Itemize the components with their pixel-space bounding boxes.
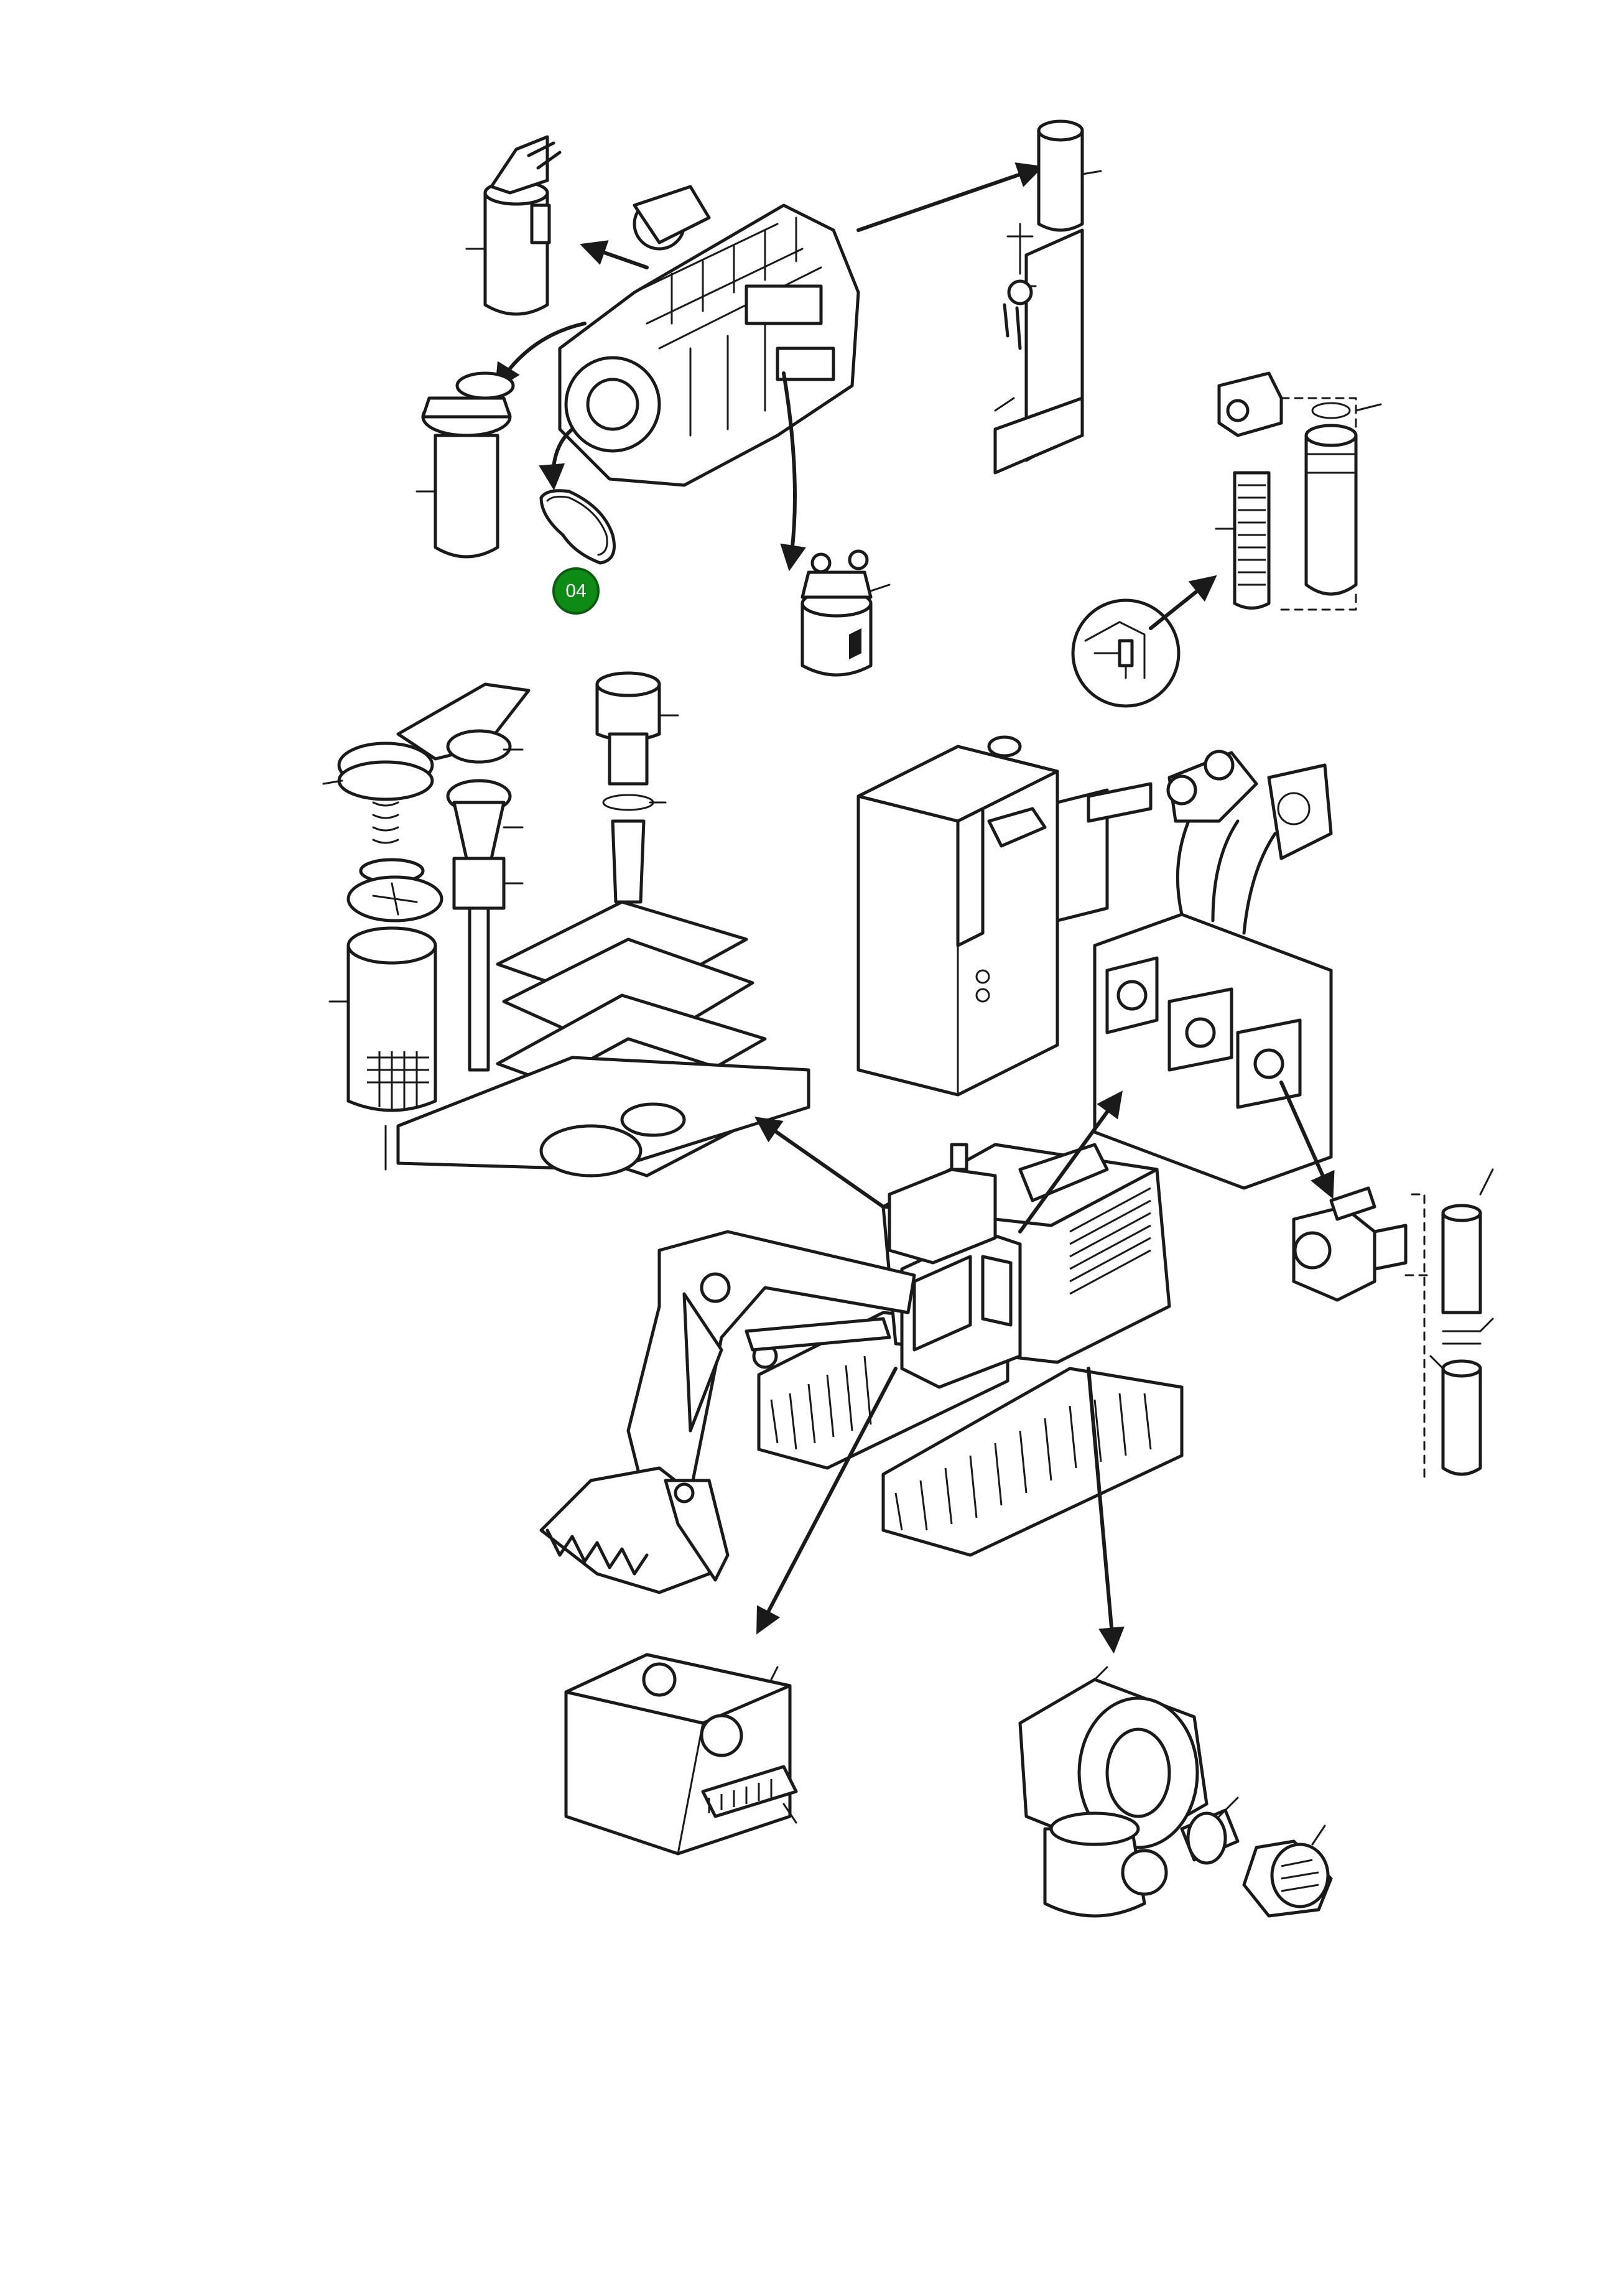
tank-cover-plates [384,900,810,1178]
detail-magnifier [1071,575,1217,708]
control-valve-block [1093,750,1333,1190]
fuel-filter-engine [801,549,891,677]
bracket-filter-assembly [993,119,1102,475]
oil-filter-top-left [465,135,562,316]
callout-04[interactable]: 04 [552,567,600,615]
engine-assembly [558,185,860,487]
excavator-machine [539,1143,1184,1594]
air-filter-assembly [1018,1666,1333,1918]
drive-belt [539,489,616,565]
pilot-pump-filter [1292,1168,1494,1482]
valve-arrow [1279,1081,1335,1199]
hydraulic-filter-housing [1215,371,1382,611]
tank-top-filters [322,671,679,1112]
engine-arrows [494,162,1044,572]
control-cabinet [856,735,1153,1097]
callout-label: 04 [565,581,586,602]
callout-badge[interactable] [552,567,600,615]
excavator-arrows [754,1090,1125,1654]
electrical-box [564,1653,798,1856]
centrifuge-filter [415,371,515,559]
